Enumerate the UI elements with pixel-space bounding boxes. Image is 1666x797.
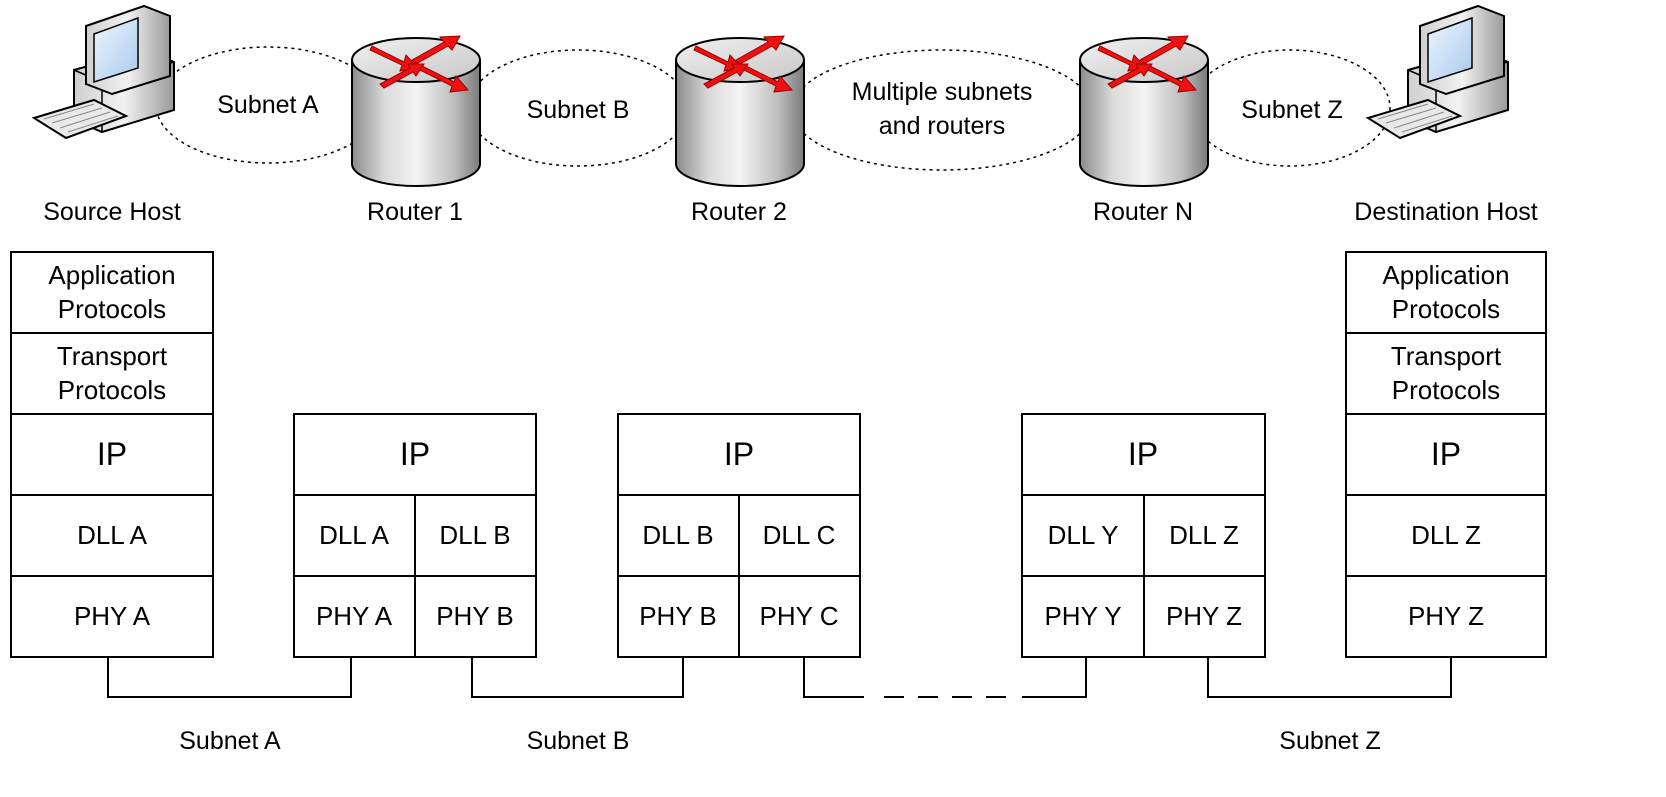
destination-ip-text: IP (1431, 436, 1461, 472)
router-2-dll-left-text: DLL B (642, 520, 713, 550)
device-label-router-1: Router 1 (367, 198, 463, 226)
device-label-router-n: Router N (1093, 198, 1193, 226)
device-label-destination: Destination Host (1354, 198, 1537, 226)
router-2-dll-left (617, 494, 740, 577)
destination-transport-text-1: Transport (1391, 341, 1502, 371)
cloud-label-multi-1: Multiple subnets (852, 78, 1033, 106)
source-phy-text: PHY A (74, 601, 151, 631)
device-label-source: Source Host (43, 198, 181, 226)
router-n-phy-left (1021, 575, 1145, 658)
router-n-phy-right-text: PHY Z (1166, 601, 1242, 631)
link-to-multiple-subnets (803, 657, 864, 698)
router-2-protocol-stack (617, 413, 861, 658)
router-n-dll-right-text: DLL Z (1169, 520, 1239, 550)
destination-phy-layer (1345, 575, 1547, 658)
destination-application-layer (1345, 251, 1547, 334)
link-subnet-z (1207, 657, 1452, 698)
router-2-dll-right-text: DLL C (763, 520, 836, 550)
cloud-label-subnet-a: Subnet A (217, 91, 319, 119)
cloud-multiple-subnets: Multiple subnets and routers (791, 49, 1093, 171)
device-label-router-2: Router 2 (691, 198, 787, 226)
source-application-layer (10, 251, 214, 334)
source-computer-icon (33, 5, 175, 139)
destination-computer-icon (1367, 5, 1509, 139)
cloud-label-subnet-z: Subnet Z (1241, 96, 1342, 124)
router-2-ip-layer (617, 413, 861, 496)
link-subnet-b (471, 657, 684, 698)
router-2-phy-left (617, 575, 740, 658)
source-transport-text-1: Transport (57, 341, 168, 371)
router-1-dll-right-text: DLL B (439, 520, 510, 550)
source-ip-text: IP (97, 436, 127, 472)
cloud-subnet-b: Subnet B (467, 49, 689, 167)
destination-transport-text-2: Protocols (1392, 375, 1500, 405)
link-subnet-a (107, 657, 352, 698)
source-transport-text-2: Protocols (58, 375, 166, 405)
router-n-phy-right (1143, 575, 1266, 658)
router-2-phy-left-text: PHY B (639, 601, 717, 631)
destination-ip-layer (1345, 413, 1547, 496)
destination-app-text-1: Application (1382, 260, 1509, 290)
router-1-protocol-stack (293, 413, 537, 658)
destination-app-text-2: Protocols (1392, 294, 1500, 324)
destination-phy-text: PHY Z (1408, 601, 1484, 631)
router-1-dll-left-text: DLL A (319, 520, 390, 550)
source-protocol-stack (10, 251, 214, 658)
router-2-phy-right-text: PHY C (760, 601, 839, 631)
router-n-ip-text: IP (1128, 436, 1158, 472)
source-app-text-1: Application (48, 260, 175, 290)
source-phy-layer (10, 575, 214, 658)
destination-protocol-stack (1345, 251, 1547, 658)
router-n-protocol-stack (1021, 413, 1266, 658)
router-n-dll-left-text: DLL Y (1048, 520, 1119, 550)
source-dll-layer (10, 494, 214, 577)
router-n-dll-left (1021, 494, 1145, 577)
router-2-phy-right (738, 575, 861, 658)
source-dll-text: DLL A (77, 520, 148, 550)
router-1-icon (351, 35, 481, 187)
link-label-subnet-a: Subnet A (179, 727, 281, 755)
router-1-phy-right (414, 575, 537, 658)
cloud-label-multi-2: and routers (879, 112, 1005, 140)
cloud-label-subnet-b: Subnet B (527, 96, 630, 124)
router-1-phy-left-text: PHY A (316, 601, 393, 631)
link-label-subnet-b: Subnet B (527, 727, 630, 755)
source-ip-layer (10, 413, 214, 496)
router-1-dll-right (414, 494, 537, 577)
link-from-multiple-subnets (1022, 657, 1087, 698)
router-n-phy-left-text: PHY Y (1044, 601, 1121, 631)
source-app-text-2: Protocols (58, 294, 166, 324)
destination-dll-text: DLL Z (1411, 520, 1481, 550)
source-transport-layer (10, 332, 214, 415)
cloud-subnet-a: Subnet A (155, 46, 381, 164)
router-2-icon (675, 35, 805, 187)
router-2-dll-right (738, 494, 861, 577)
router-1-ip-text: IP (400, 436, 430, 472)
router-1-phy-right-text: PHY B (436, 601, 514, 631)
link-label-subnet-z: Subnet Z (1279, 727, 1380, 755)
destination-dll-layer (1345, 494, 1547, 577)
router-n-dll-right (1143, 494, 1266, 577)
router-2-ip-text: IP (724, 436, 754, 472)
cloud-subnet-z: Subnet Z (1189, 49, 1391, 167)
router-n-icon (1079, 35, 1209, 187)
